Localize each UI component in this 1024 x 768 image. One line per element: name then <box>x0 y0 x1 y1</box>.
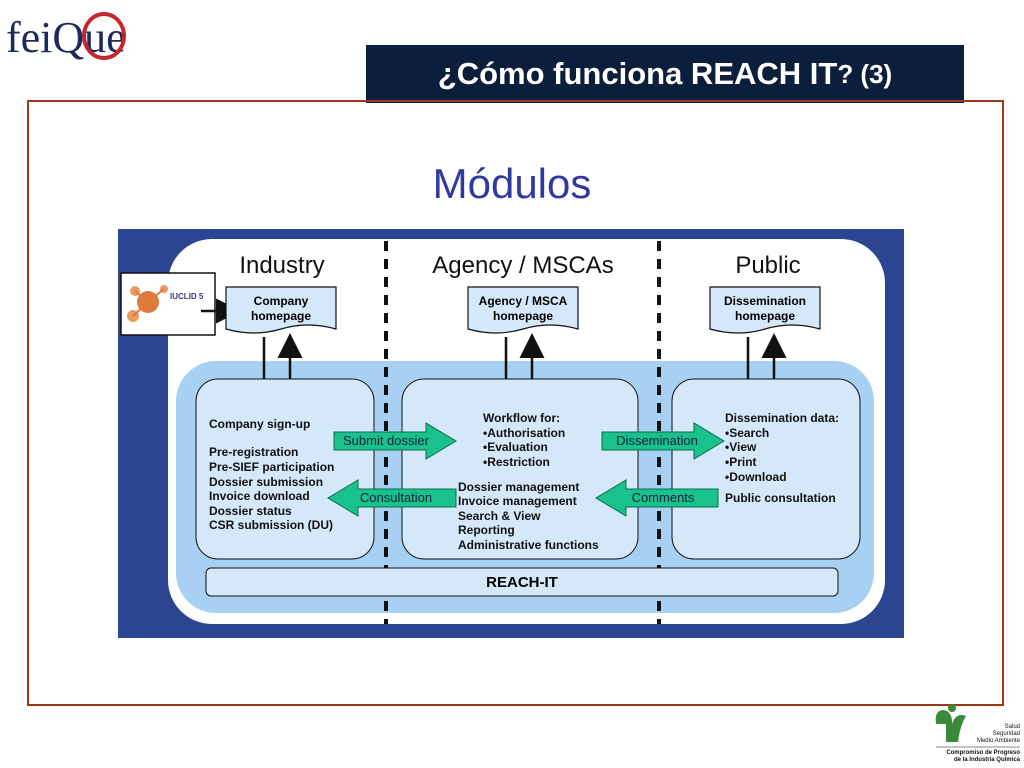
company-homepage-line2: homepage <box>251 309 311 323</box>
care-logo-figure-icon <box>935 710 952 742</box>
logo-text: feiQue <box>6 13 126 62</box>
footer-line: Seguridad <box>993 731 1020 737</box>
agency-function-item: Search & View <box>458 509 541 523</box>
iuclid-logo-box <box>120 272 216 336</box>
column-label-public: Public <box>735 252 800 279</box>
agency-homepage-line2: homepage <box>493 309 553 323</box>
agency-workflow-item: •Evaluation <box>483 440 548 454</box>
arrow-submit-dossier <box>333 422 457 460</box>
public-item: •View <box>725 440 757 454</box>
slide-title-main: ¿Cómo funciona REACH IT <box>437 56 838 91</box>
module-public <box>671 378 861 560</box>
arrow-dissemination <box>601 422 725 460</box>
arrow-dissemination-label: Dissemination <box>616 433 698 448</box>
slide-title: ¿Cómo funciona REACH IT ? (3) <box>366 45 964 103</box>
reach-it-base-label: REACH-IT <box>486 574 558 591</box>
agency-workflow-item: •Authorisation <box>483 426 565 440</box>
slide-subtitle: Módulos <box>432 160 592 207</box>
agency-function-item: Invoice management <box>458 494 577 508</box>
public-item: •Print <box>725 455 757 469</box>
public-item: •Search <box>725 426 769 440</box>
agency-workflow-item: Workflow for: <box>483 411 560 425</box>
module-agency <box>401 378 639 560</box>
feique-logo: feiQue <box>6 12 126 62</box>
industry-item: Invoice download <box>209 489 310 503</box>
slide-title-suffix: ? (3) <box>837 58 893 89</box>
column-label-industry: Industry <box>239 252 324 279</box>
dissemination-homepage-box <box>709 286 821 334</box>
arrow-comments <box>595 479 719 517</box>
industry-item: CSR submission (DU) <box>209 518 333 532</box>
footer-line: Salud <box>1005 724 1020 730</box>
agency-homepage-box <box>467 286 579 334</box>
agency-function-item: Dossier management <box>458 480 579 494</box>
footer-line: Medio Ambiente <box>977 738 1021 744</box>
arrow-comments-label: Comments <box>632 490 695 505</box>
industry-item: Pre-SIEF participation <box>209 460 334 474</box>
reach-it-modules-diagram: Industry Agency / MSCAs Public IUCLID 5 … <box>118 229 904 638</box>
arrow-consultation <box>327 479 457 517</box>
company-homepage-box <box>225 286 337 334</box>
reach-it-base-bar <box>205 567 839 597</box>
industry-item: Pre-registration <box>209 445 298 459</box>
arrow-consultation-label: Consultation <box>360 490 432 505</box>
agency-workflow-item: •Restriction <box>483 455 550 469</box>
dissemination-homepage-line1: Dissemination <box>724 294 806 308</box>
public-item: Public consultation <box>725 491 836 505</box>
module-industry <box>195 378 375 560</box>
industry-item: Dossier submission <box>209 475 323 489</box>
agency-homepage-line1: Agency / MSCA <box>479 294 568 308</box>
company-homepage-line1: Company <box>254 294 309 308</box>
agency-function-item: Reporting <box>458 523 515 537</box>
public-item: •Download <box>725 470 787 484</box>
industry-item: Company sign-up <box>209 417 310 431</box>
column-label-agency: Agency / MSCAs <box>432 252 613 279</box>
footer-line: de la Industria Química <box>954 757 1021 763</box>
logo-q-accent <box>82 12 126 60</box>
iuclid-logo-label: IUCLID 5 <box>170 292 204 301</box>
public-item: Dissemination data: <box>725 411 839 425</box>
industry-item: Dossier status <box>209 504 292 518</box>
dissemination-homepage-line2: homepage <box>735 309 795 323</box>
agency-function-item: Administrative functions <box>458 538 599 552</box>
arrow-submit-dossier-label: Submit dossier <box>343 433 430 448</box>
footer-line: Compromiso de Progreso <box>946 750 1020 756</box>
responsible-care-logo: Salud Seguridad Medio Ambiente Compromis… <box>935 704 1021 763</box>
content-frame <box>27 100 1004 706</box>
